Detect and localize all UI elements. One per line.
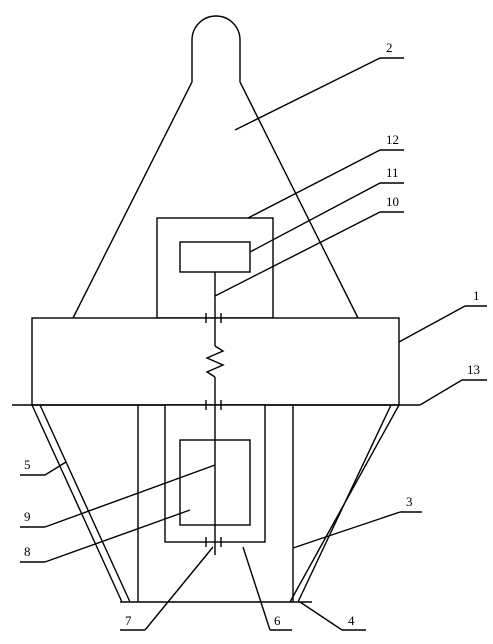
label-6: 6 <box>274 613 281 628</box>
upper-block <box>179 241 251 273</box>
leader-lines <box>20 57 487 631</box>
coupling-middle <box>205 400 222 410</box>
label-4: 4 <box>348 613 355 628</box>
cone-housing <box>72 15 359 319</box>
label-2: 2 <box>386 40 393 55</box>
label-1: 1 <box>473 288 480 303</box>
inner-support <box>137 405 294 602</box>
label-5: 5 <box>24 457 31 472</box>
label-13: 13 <box>467 362 480 377</box>
lower-frame <box>31 404 400 603</box>
label-9: 9 <box>24 509 31 524</box>
label-12: 12 <box>386 132 399 147</box>
coupling-bottom <box>205 537 222 547</box>
label-11: 11 <box>386 165 399 180</box>
label-8: 8 <box>24 544 31 559</box>
label-7: 7 <box>125 613 132 628</box>
label-10: 10 <box>386 194 399 209</box>
label-3: 3 <box>406 494 413 509</box>
shaft <box>205 272 225 555</box>
coupling-top <box>205 313 222 323</box>
